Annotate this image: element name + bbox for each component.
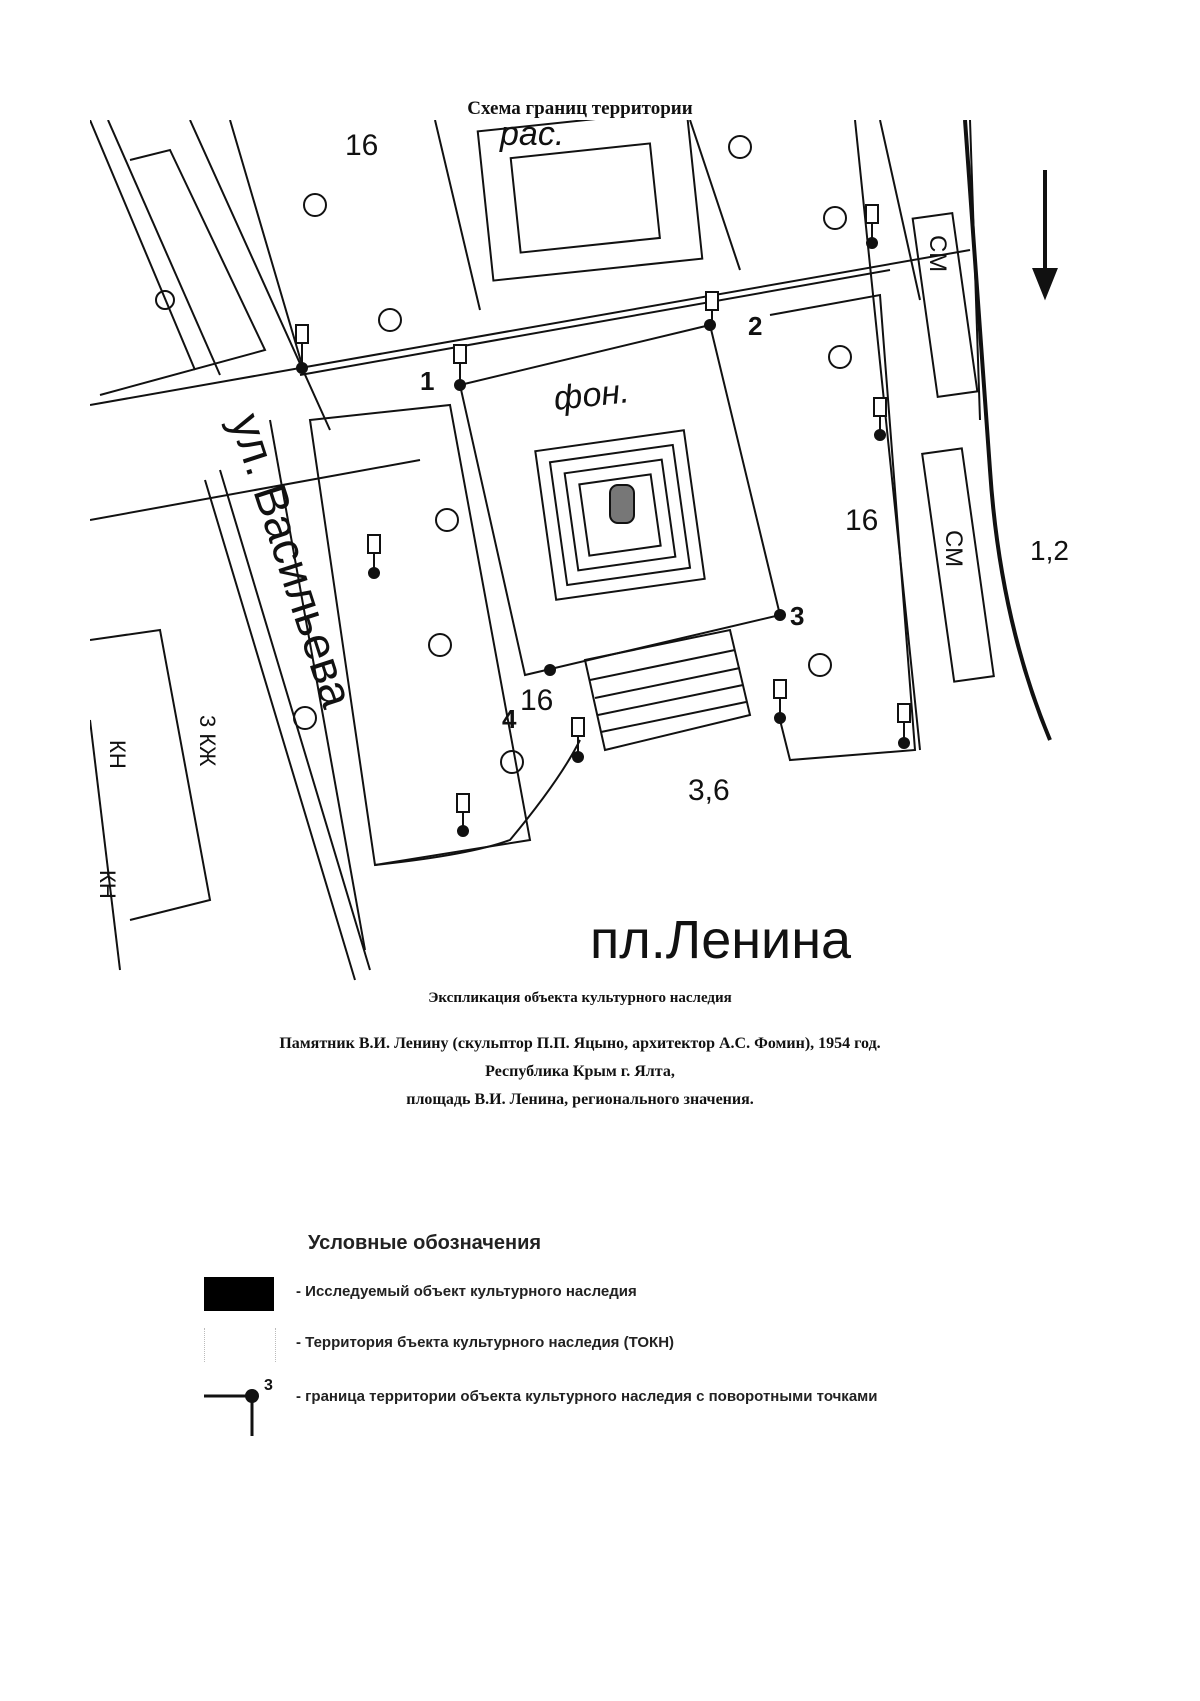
- road-edge: [689, 120, 741, 271]
- monument-step: [578, 473, 662, 557]
- legend-item-label: - Территория бъекта культурного наследия…: [296, 1334, 675, 1351]
- map-title: Схема границ территории: [467, 98, 693, 119]
- boundary-marker-label: 3: [264, 1378, 273, 1394]
- street-edge: [204, 479, 356, 981]
- plaza-edge: [374, 739, 581, 866]
- lamp-post-icon: [773, 679, 787, 724]
- tree-icon: [500, 750, 524, 774]
- plaza-right: [769, 293, 917, 762]
- object-swatch: [204, 1277, 274, 1311]
- road-edge: [299, 269, 891, 376]
- legend-title: Условные обозначения: [308, 1232, 542, 1254]
- boundary-point-3: [774, 609, 786, 621]
- lamp-post-icon: [873, 397, 887, 441]
- site-plan-map: 1 2 3 4 рас. фон. 16 16 16 3,6 1,2 ул. В…: [90, 120, 1069, 981]
- kh-label: КН: [105, 740, 130, 769]
- tree-icon: [155, 290, 175, 310]
- boundary-point-label: 1: [420, 366, 434, 396]
- lamp-post-icon: [295, 324, 309, 374]
- road-edge: [854, 120, 921, 751]
- elevation-label: 3,6: [688, 774, 730, 807]
- boundary-point-label: 4: [502, 704, 517, 734]
- road-edge: [90, 459, 421, 521]
- street-edge: [189, 120, 331, 431]
- road-edge: [90, 249, 971, 406]
- lamp-post-icon: [456, 793, 470, 837]
- square-label: пл.Ленина: [590, 910, 852, 970]
- lamp-post-icon: [897, 703, 911, 749]
- tree-icon: [808, 653, 832, 677]
- fragment-label: 1,2: [1030, 535, 1069, 566]
- explication-line-2: Республика Крым г. Ялта,: [485, 1063, 675, 1080]
- street-edge: [90, 719, 121, 971]
- boundary-point-2: [704, 319, 716, 331]
- boundary-point-label: 2: [748, 311, 762, 341]
- legend-item-label: - Исследуемый объект культурного наследи…: [296, 1283, 637, 1300]
- tree-icon: [303, 193, 327, 217]
- monument-step: [563, 458, 677, 572]
- sm-block: [911, 211, 979, 399]
- arrow-icon: [1032, 170, 1058, 301]
- tree-icon: [823, 206, 847, 230]
- stairs: [583, 628, 752, 752]
- tree-count-label: 16: [345, 129, 378, 162]
- explication-heading: Экспликация объекта культурного наследия: [428, 990, 732, 1006]
- lamp-post-icon: [865, 204, 879, 249]
- explication-line-1: Памятник В.И. Ленину (скульптор П.П. Яцы…: [279, 1035, 881, 1052]
- top-building-label: рас.: [499, 120, 564, 153]
- kh-block: [90, 628, 212, 921]
- tree-count-label: 16: [845, 504, 878, 537]
- road-edge: [434, 120, 481, 311]
- lamp-post-icon: [453, 344, 467, 380]
- boundary-point-label: 3: [790, 601, 804, 631]
- lamp-post-icon: [367, 534, 381, 579]
- top-building: [476, 120, 704, 282]
- explication-line-3: площадь В.И. Ленина, регионального значе…: [406, 1091, 754, 1108]
- kh-label: КН: [95, 870, 120, 899]
- kzh-label: 3 КЖ: [195, 715, 220, 767]
- lamp-post-icon: [705, 291, 719, 325]
- boundary-point-1: [454, 379, 466, 391]
- monument-step: [534, 429, 706, 601]
- sm-label: СМ: [924, 235, 951, 272]
- tree-icon: [435, 508, 459, 532]
- sm-block: [921, 447, 995, 683]
- tree-count-label: 16: [520, 684, 553, 717]
- territory-swatch: [204, 1328, 276, 1362]
- street-edge: [90, 120, 196, 371]
- tree-icon: [828, 345, 852, 369]
- street-edge: [269, 419, 366, 951]
- fountain-label: фон.: [552, 372, 631, 418]
- rail-line: [963, 120, 1052, 741]
- street-label: ул. Васильева: [220, 407, 364, 714]
- street-edge: [107, 120, 221, 376]
- road-edge: [879, 120, 921, 301]
- lamp-post-icon: [571, 717, 585, 763]
- sm-label: СМ: [940, 530, 967, 567]
- building-outline: [99, 148, 267, 396]
- street-edge: [229, 120, 306, 376]
- boundary-point-4: [544, 664, 556, 676]
- legend-item-label: - граница территории объекта культурного…: [296, 1388, 878, 1405]
- tree-icon: [428, 633, 452, 657]
- tree-icon: [293, 706, 317, 730]
- top-building-inner: [509, 142, 661, 254]
- monument-step: [548, 443, 692, 587]
- monument-icon: [609, 484, 635, 524]
- plaza-left: [308, 403, 532, 867]
- tree-icon: [378, 308, 402, 332]
- tree-icon: [728, 135, 752, 159]
- boundary-point-icon: 3: [204, 1378, 273, 1436]
